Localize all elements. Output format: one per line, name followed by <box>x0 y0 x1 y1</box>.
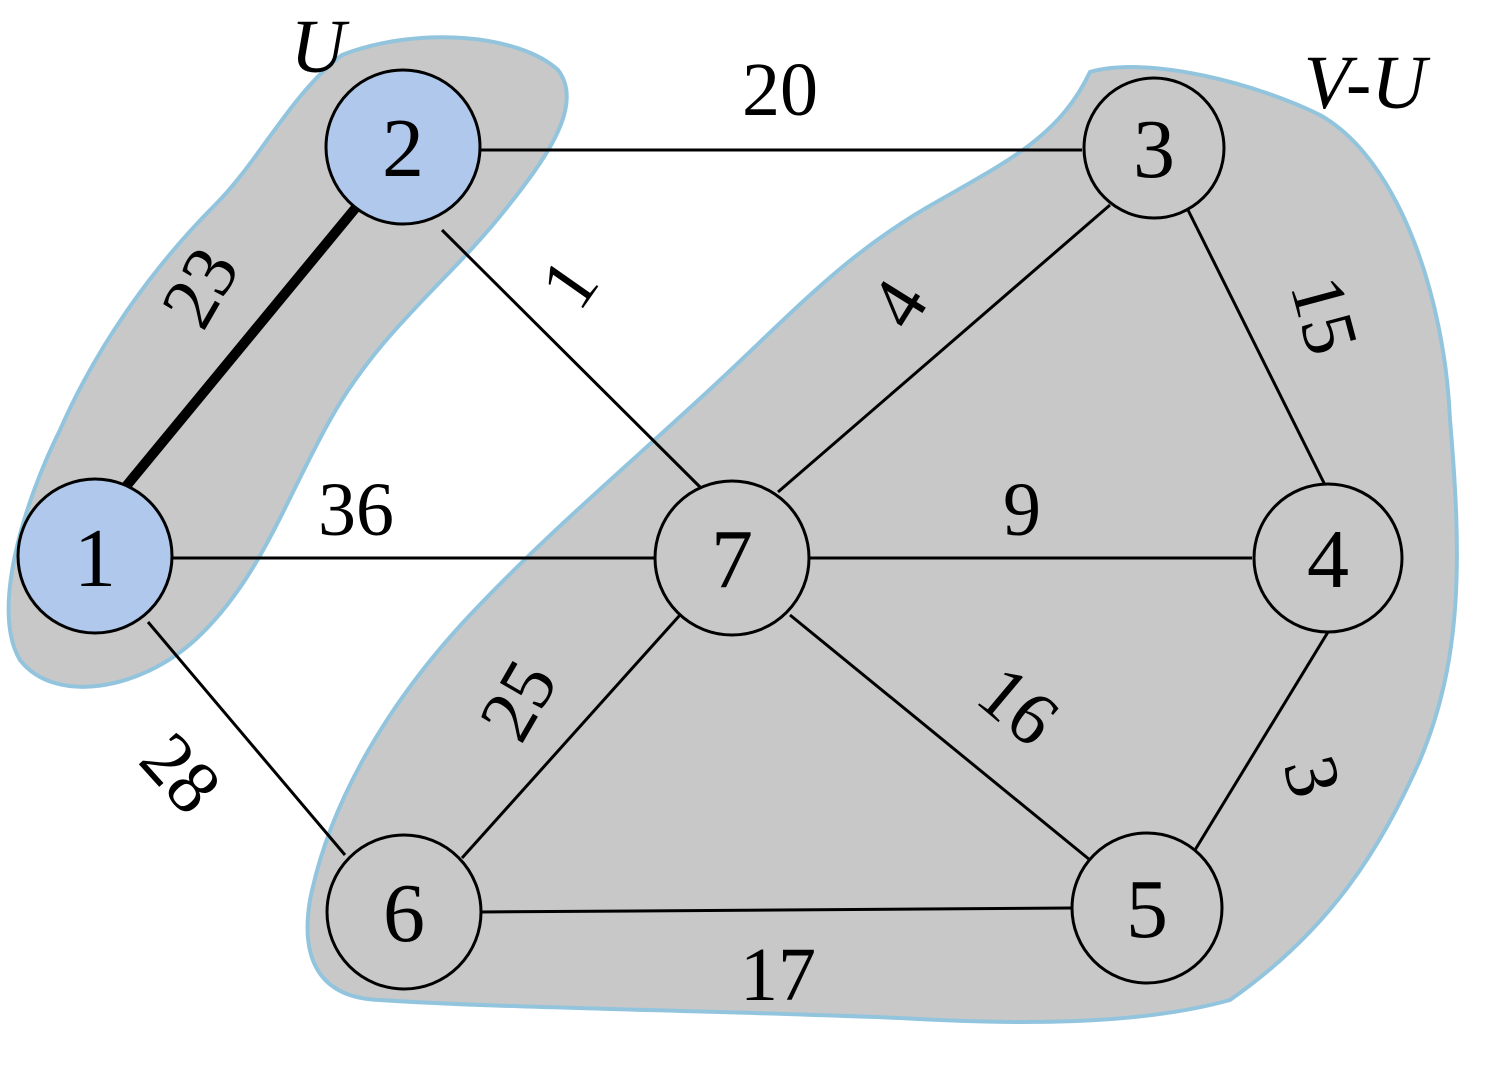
node-5[interactable]: 5 <box>1070 831 1224 985</box>
weight-1-6: 28 <box>124 717 237 830</box>
node-1-circle <box>16 477 174 635</box>
node-4-label: 4 <box>1307 513 1349 606</box>
node-5-circle <box>1070 831 1224 985</box>
node-4[interactable]: 4 <box>1252 482 1404 634</box>
set-label-u: U <box>291 5 350 89</box>
node-1-label: 1 <box>74 512 116 605</box>
node-2[interactable]: 2 <box>324 68 482 226</box>
weight-1-7: 36 <box>318 468 394 552</box>
node-3[interactable]: 3 <box>1082 76 1226 220</box>
edge-1-2-selected <box>118 200 363 495</box>
region-v-minus-u <box>305 65 1459 1024</box>
weight-4-7: 9 <box>1003 468 1041 552</box>
node-7[interactable]: 7 <box>653 479 811 637</box>
edge-1-6 <box>146 621 347 856</box>
node-6[interactable]: 6 <box>325 833 483 991</box>
weight-2-7: 1 <box>524 244 615 323</box>
node-6-label: 6 <box>383 867 425 960</box>
node-3-circle <box>1082 76 1226 220</box>
node-6-circle <box>325 833 483 991</box>
edge-2-7 <box>440 228 702 489</box>
node-1[interactable]: 1 <box>16 477 174 635</box>
node-2-circle <box>324 68 482 226</box>
node-2-label: 2 <box>382 102 424 195</box>
node-5-label: 5 <box>1126 863 1168 956</box>
node-7-circle <box>653 479 811 637</box>
edge-4-5 <box>1193 631 1330 851</box>
set-label-v-minus-u: V-U <box>1304 41 1431 125</box>
node-4-circle <box>1252 482 1404 634</box>
node-3-label: 3 <box>1133 103 1175 196</box>
edge-6-7 <box>460 613 682 860</box>
weight-2-3: 20 <box>742 48 818 132</box>
weight-5-6: 17 <box>740 933 816 1017</box>
edge-3-7 <box>777 203 1111 494</box>
edge-5-6 <box>479 906 1073 914</box>
edge-5-7 <box>789 613 1091 862</box>
node-7-label: 7 <box>711 513 753 606</box>
edge-3-4 <box>1186 209 1327 486</box>
